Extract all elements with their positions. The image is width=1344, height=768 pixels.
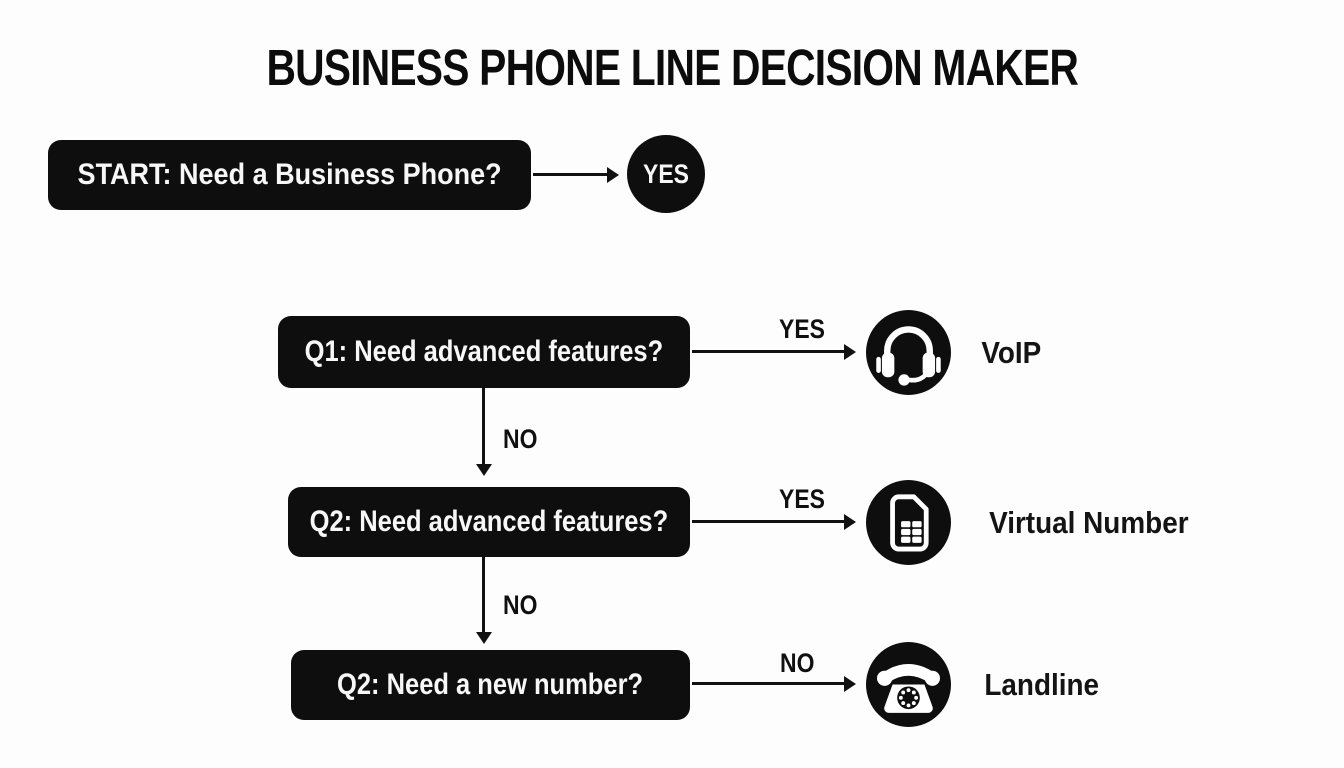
question-box-q2: Q2: Need advanced features?	[288, 487, 690, 557]
question-box-q1: Q1: Need advanced features?	[278, 316, 690, 388]
branch-label-q1: YES	[779, 314, 825, 344]
arrow-right-q1	[692, 343, 856, 360]
start-box: START: Need a Business Phone?	[48, 140, 531, 210]
rotary-phone-icon	[876, 664, 941, 713]
question-q2-label: Q2: Need advanced features?	[309, 505, 669, 538]
page-title-text: BUSINESS PHONE LINE DECISION MAKER	[266, 38, 1078, 96]
question-box-q3: Q2: Need a new number?	[291, 650, 690, 720]
outcome-label-landline: Landline	[984, 666, 1100, 702]
branch-label-q2: YES	[779, 484, 825, 514]
headset-icon	[876, 326, 941, 386]
sim-card-icon	[890, 494, 929, 552]
branch-label-q3: NO	[779, 648, 815, 678]
start-result-label: YES	[643, 158, 689, 189]
down-label-q2: NO	[502, 590, 538, 620]
start-result-circle: YES	[627, 135, 705, 213]
question-q3-label: Q2: Need a new number?	[337, 668, 644, 701]
arrow-right-q3	[692, 675, 856, 692]
outcome-circle-landline	[866, 642, 951, 727]
arrow-down-q2	[475, 557, 492, 644]
outcome-label-virtual-number: Virtual Number	[989, 504, 1189, 540]
outcome-circle-virtual-number	[866, 480, 951, 565]
arrow-down-q1	[475, 388, 492, 476]
arrow-right-start	[533, 166, 619, 183]
arrow-right-q2	[692, 513, 856, 530]
question-q1-label: Q1: Need advanced features?	[304, 335, 664, 368]
outcome-label-voip: VoIP	[981, 334, 1042, 370]
page-title: BUSINESS PHONE LINE DECISION MAKER	[0, 38, 1344, 96]
start-box-label: START: Need a Business Phone?	[77, 158, 502, 191]
down-label-q1: NO	[502, 424, 538, 454]
outcome-circle-voip	[866, 310, 951, 395]
